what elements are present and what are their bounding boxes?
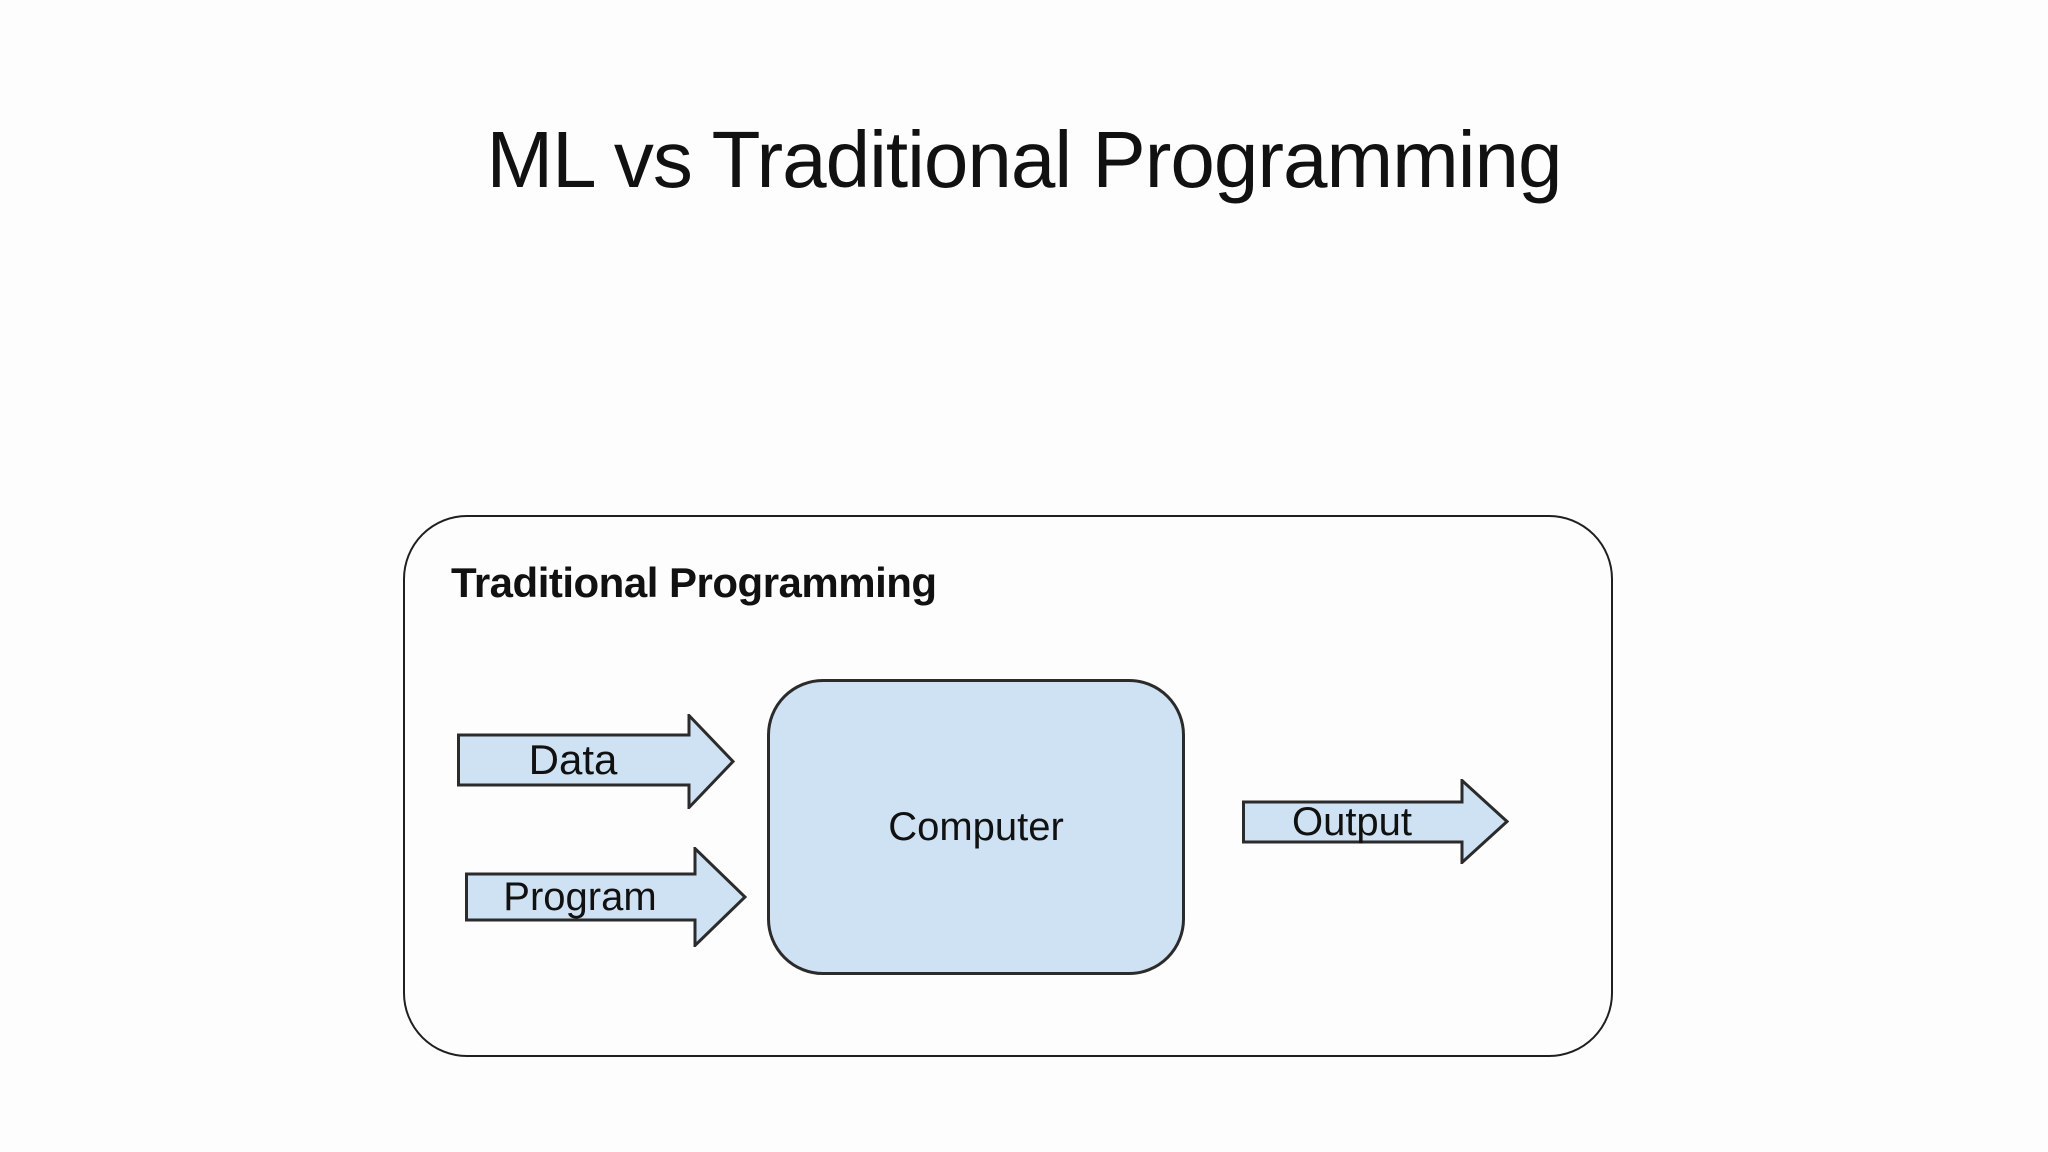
program-arrow: Program (465, 847, 747, 947)
output-arrow-shape (1242, 779, 1509, 864)
data-arrow-polygon (457, 714, 735, 809)
container-label: Traditional Programming (451, 559, 937, 606)
computer-node-label: Computer (888, 804, 1064, 849)
program-arrow-polygon (465, 847, 747, 947)
data-arrow-shape (457, 714, 735, 809)
data-arrow: Data (457, 714, 735, 809)
computer-node: Computer (767, 679, 1185, 975)
output-arrow-polygon (1242, 779, 1509, 864)
slide-title: ML vs Traditional Programming (486, 115, 1562, 204)
program-arrow-shape (465, 847, 747, 947)
traditional-programming-container: Traditional Programming Data Program Com… (403, 515, 1613, 1057)
output-arrow: Output (1242, 779, 1509, 864)
